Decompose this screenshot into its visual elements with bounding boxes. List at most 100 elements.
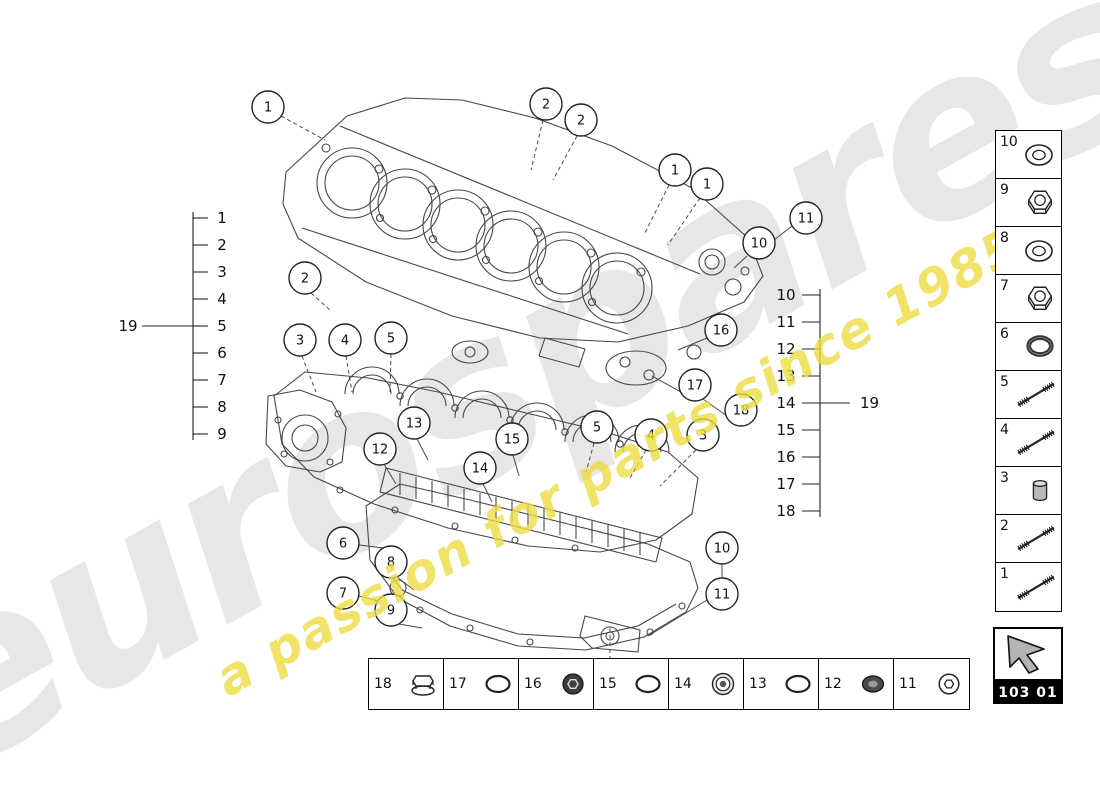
ref-item-number[interactable]: 3 — [217, 263, 227, 281]
leader-line — [733, 255, 748, 269]
ref-item-number[interactable]: 2 — [217, 236, 227, 254]
leader-line — [667, 197, 701, 246]
stud-icon — [1013, 424, 1059, 462]
callout-3[interactable]: 3 — [283, 323, 317, 357]
callout-18[interactable]: 18 — [724, 393, 758, 427]
callout-9[interactable]: 9 — [374, 593, 408, 627]
callout-2[interactable]: 2 — [529, 87, 563, 121]
ref-item-number[interactable]: 7 — [217, 371, 227, 389]
legend-cell-12[interactable]: 12 — [819, 659, 894, 709]
callout-13[interactable]: 13 — [397, 406, 431, 440]
callout-6[interactable]: 6 — [326, 526, 360, 560]
part-number: 11 — [899, 676, 917, 692]
ref-item-number[interactable]: 6 — [217, 344, 227, 362]
assembly-number[interactable]: 19 — [860, 394, 879, 412]
stud-icon — [1013, 520, 1059, 558]
callout-17[interactable]: 17 — [678, 368, 712, 402]
legend-cell-13[interactable]: 13 — [744, 659, 819, 709]
legend-row-10[interactable]: 10 — [996, 131, 1061, 179]
stud-icon — [1013, 569, 1059, 607]
ref-item-number[interactable]: 5 — [217, 317, 227, 335]
oval-plug-icon — [856, 669, 890, 699]
callout-label: 13 — [406, 417, 423, 432]
callout-10[interactable]: 10 — [742, 226, 776, 260]
ref-item-number[interactable]: 1 — [217, 209, 227, 227]
washer-icon — [1019, 234, 1059, 268]
callout-5[interactable]: 5 — [580, 410, 614, 444]
callout-5[interactable]: 5 — [374, 321, 408, 355]
legend-row-2[interactable]: 2 — [996, 515, 1061, 563]
callout-2[interactable]: 2 — [288, 261, 322, 295]
legend-row-4[interactable]: 4 — [996, 419, 1061, 467]
callout-8[interactable]: 8 — [374, 545, 408, 579]
assembly-number[interactable]: 19 — [118, 317, 137, 335]
callout-4[interactable]: 4 — [328, 323, 362, 357]
part-number: 12 — [824, 676, 842, 692]
assembly-ref-right: 10 11 12 13 14 15 16 17 18 19 — [776, 286, 879, 520]
part-number: 18 — [374, 676, 392, 692]
part-number: 10 — [1000, 134, 1018, 150]
callout-16[interactable]: 16 — [704, 313, 738, 347]
callout-12[interactable]: 12 — [363, 432, 397, 466]
ref-item-number[interactable]: 15 — [776, 421, 795, 439]
ref-item-number[interactable]: 13 — [776, 367, 795, 385]
leader-line — [585, 442, 595, 473]
legend-row-5[interactable]: 5 — [996, 371, 1061, 419]
ref-item-number[interactable]: 10 — [776, 286, 795, 304]
leader-line — [358, 544, 385, 549]
legend-cell-15[interactable]: 15 — [594, 659, 669, 709]
legend-row-9[interactable]: 9 — [996, 179, 1061, 227]
sleeve-icon — [1021, 475, 1059, 507]
callout-label: 17 — [687, 379, 704, 394]
callout-10[interactable]: 10 — [705, 531, 739, 565]
legend-row-8[interactable]: 8 — [996, 227, 1061, 275]
callout-11[interactable]: 11 — [705, 577, 739, 611]
callout-1[interactable]: 1 — [690, 167, 724, 201]
ref-item-number[interactable]: 9 — [217, 425, 227, 443]
part-number: 15 — [599, 676, 617, 692]
callout-1[interactable]: 1 — [658, 153, 692, 187]
legend-cell-18[interactable]: 18 — [369, 659, 444, 709]
page-code: 103 01 — [993, 681, 1063, 704]
ref-item-number[interactable]: 4 — [217, 290, 227, 308]
legend-cell-11[interactable]: 11 — [894, 659, 969, 709]
legend-cell-14[interactable]: 14 — [669, 659, 744, 709]
legend-row-3[interactable]: 3 — [996, 467, 1061, 515]
ref-item-number[interactable]: 14 — [776, 394, 795, 412]
callout-4[interactable]: 4 — [634, 418, 668, 452]
callout-14[interactable]: 14 — [463, 451, 497, 485]
ref-item-number[interactable]: 16 — [776, 448, 795, 466]
hex-nut-icon — [1021, 187, 1059, 219]
leader-line — [383, 463, 397, 485]
legend-cell-17[interactable]: 17 — [444, 659, 519, 709]
callout-3[interactable]: 3 — [686, 418, 720, 452]
callout-2[interactable]: 2 — [564, 103, 598, 137]
leader-line — [301, 355, 317, 393]
leader-line — [389, 353, 392, 393]
part-number: 6 — [1000, 326, 1009, 342]
legend-row-6[interactable]: 6 — [996, 323, 1061, 371]
leader-line — [310, 292, 331, 311]
ref-item-number[interactable]: 11 — [776, 313, 795, 331]
leader-line — [512, 454, 520, 477]
callout-label: 2 — [301, 272, 309, 287]
screw-plug-icon — [556, 669, 590, 699]
callout-11[interactable]: 11 — [789, 201, 823, 235]
callout-label: 10 — [714, 542, 731, 557]
ref-item-number[interactable]: 8 — [217, 398, 227, 416]
legend-row-7[interactable]: 7 — [996, 275, 1061, 323]
ref-item-number[interactable]: 17 — [776, 475, 795, 493]
ref-item-number[interactable]: 18 — [776, 502, 795, 520]
callout-15[interactable]: 15 — [495, 422, 529, 456]
callout-7[interactable]: 7 — [326, 576, 360, 610]
ref-item-number[interactable]: 12 — [776, 340, 795, 358]
legend-row-1[interactable]: 1 — [996, 563, 1061, 611]
leader-line — [280, 115, 326, 141]
callout-1[interactable]: 1 — [251, 90, 285, 124]
leader-line — [647, 599, 708, 637]
seal-ring-icon — [1021, 331, 1059, 363]
o-ring-icon — [481, 669, 515, 699]
legend-cell-16[interactable]: 16 — [519, 659, 594, 709]
